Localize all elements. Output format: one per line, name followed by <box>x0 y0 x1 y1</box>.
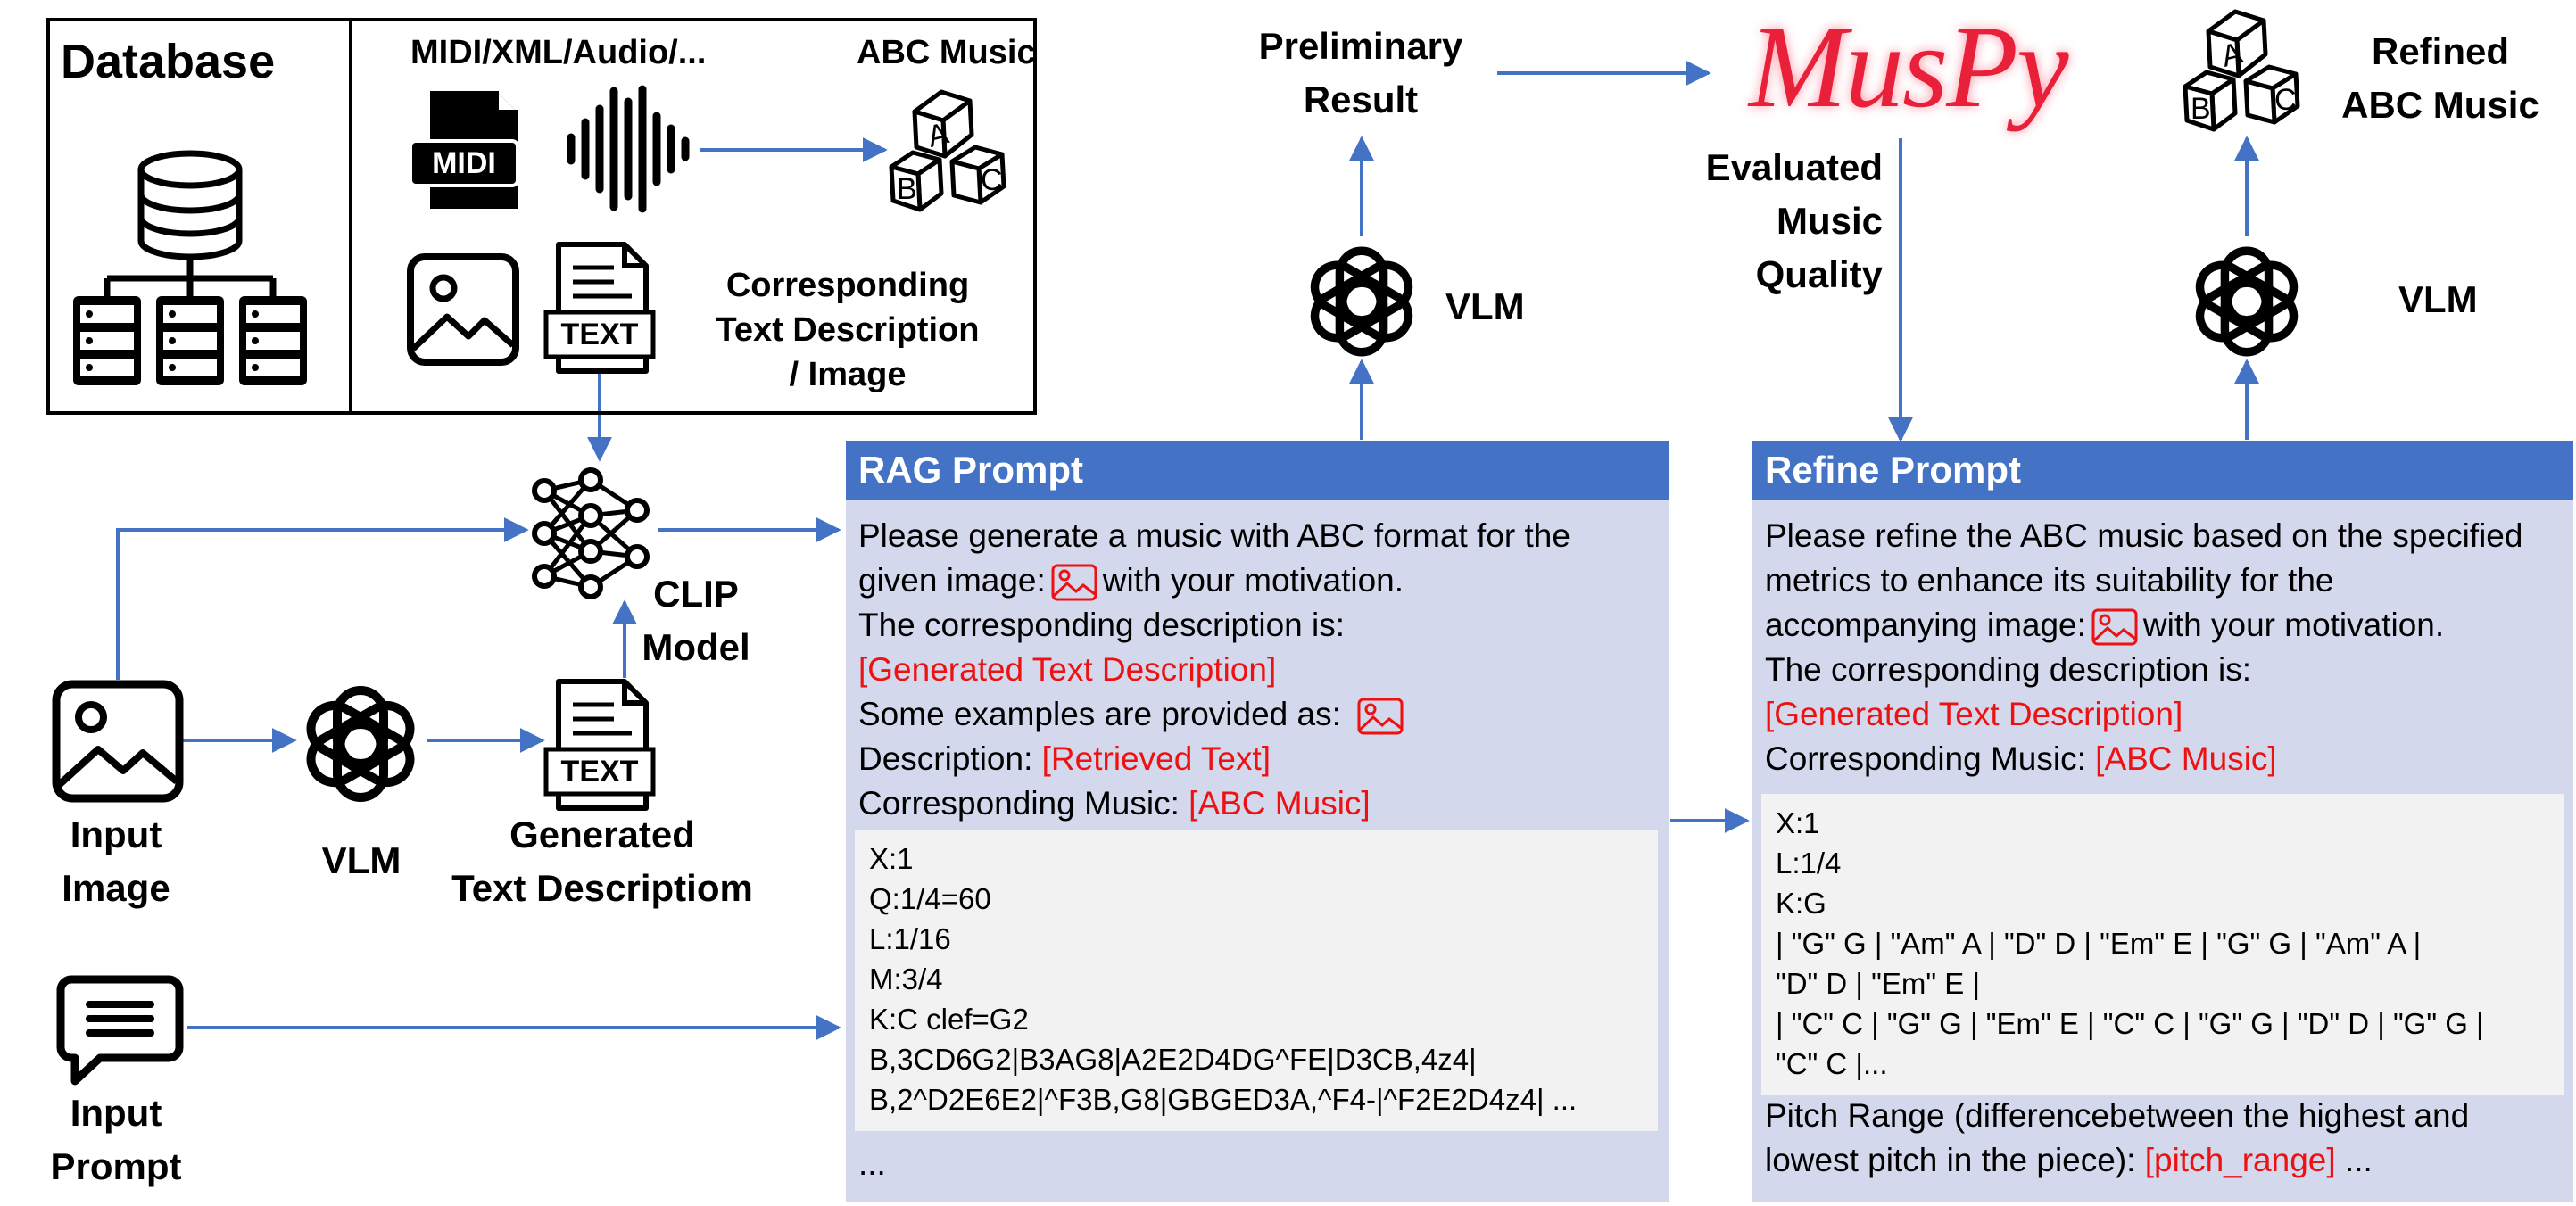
midi-badge-text: MIDI <box>432 146 496 180</box>
svg-text:B: B <box>897 172 917 206</box>
abc-music-label: ABC Music <box>857 34 1036 71</box>
svg-text:C: C <box>2274 83 2297 117</box>
pitch-range-text: Pitch Range (differencebetween the highe… <box>1765 1097 2470 1178</box>
audio-waveform-icon <box>567 85 690 213</box>
input-prompt-label: Input Prompt <box>50 1092 182 1187</box>
svg-text:B: B <box>2191 92 2211 126</box>
input-image-icon <box>52 680 184 803</box>
vlm-logo-icon <box>2195 246 2299 357</box>
text-document-icon: TEXT <box>543 241 658 375</box>
rag-prompt-text: Please generate a music with ABC format … <box>858 517 1570 822</box>
rag-ellipsis: ... <box>858 1145 886 1182</box>
vlm-label-left: VLM <box>321 839 402 881</box>
image-icon <box>407 253 519 366</box>
vlm-logo-icon <box>306 686 415 802</box>
preliminary-result-label: Preliminary Result <box>1258 25 1463 120</box>
image-placeholder-icon <box>1051 564 1097 601</box>
input-image-label: Input Image <box>62 814 170 909</box>
image-placeholder-icon <box>2091 608 2138 646</box>
abc-blocks-icon: A B C <box>889 89 1006 212</box>
rag-code-block: X:1 Q:1/4=60 L:1/16 M:3/4 K:C clef=G2 B,… <box>855 830 1658 1131</box>
database-icon <box>73 150 307 385</box>
refine-prompt-text: Please refine the ABC music based on the… <box>1765 517 2523 777</box>
generated-text-label: Generated Text Descriptiom <box>451 814 753 909</box>
corresponding-label: Corresponding Text Description / Image <box>716 267 980 393</box>
database-divider <box>349 21 352 411</box>
muspy-logo: MusPy <box>1749 1 2069 132</box>
text-badge: TEXT <box>560 318 639 351</box>
formats-label: MIDI/XML/Audio/... <box>410 34 707 71</box>
vlm-label-top: VLM <box>1445 285 1525 327</box>
database-box <box>46 18 1037 415</box>
neural-network-icon <box>532 467 650 599</box>
rag-prompt-header: RAG Prompt <box>846 441 1669 500</box>
refine-prompt-header: Refine Prompt <box>1752 441 2573 500</box>
generated-text-badge: TEXT <box>560 755 639 789</box>
evaluated-quality-label: Evaluated Music Quality <box>1705 146 1883 295</box>
vlm-logo-icon <box>1310 246 1413 357</box>
refined-abc-label: Refined ABC Music <box>2341 30 2539 126</box>
vlm-label-right: VLM <box>2398 278 2478 320</box>
midi-file-icon: MIDI <box>409 89 534 211</box>
generated-text-icon: TEXT <box>543 678 658 812</box>
clip-model-label: CLIP Model <box>642 573 750 668</box>
chat-prompt-icon <box>56 975 184 1086</box>
refined-abc-blocks-icon: A B C <box>2183 9 2300 132</box>
refine-code-block: X:1 L:1/4 K:G | "G" G | "Am" A | "D" D |… <box>1761 794 2564 1095</box>
image-placeholder-icon <box>1357 698 1404 735</box>
svg-text:C: C <box>981 163 1003 197</box>
database-title: Database <box>61 35 276 88</box>
